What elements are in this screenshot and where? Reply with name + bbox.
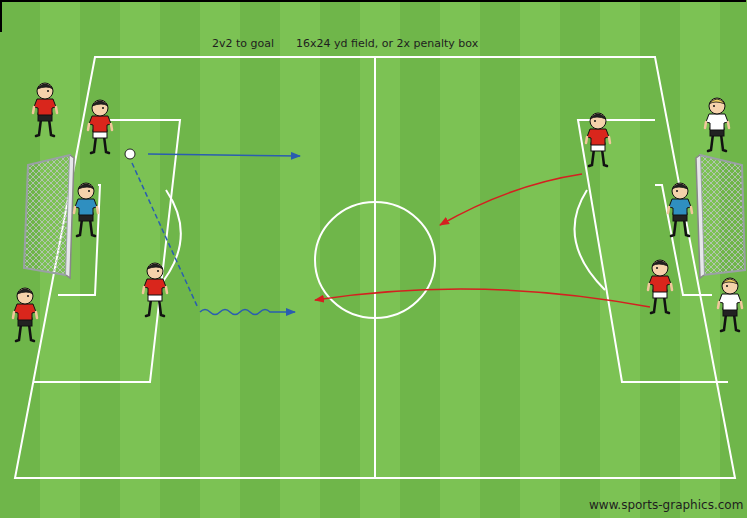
arms	[586, 137, 610, 143]
arms	[143, 287, 167, 293]
player-figure	[13, 288, 37, 341]
legs	[671, 219, 689, 236]
legs	[651, 296, 669, 313]
arms	[705, 122, 729, 128]
arms	[74, 207, 98, 213]
hair	[17, 289, 33, 294]
head	[37, 83, 53, 99]
eye	[726, 285, 728, 287]
head	[17, 288, 33, 304]
arms	[13, 312, 37, 318]
eye	[88, 190, 90, 192]
player-figure	[705, 98, 729, 151]
head	[78, 183, 94, 199]
hair	[92, 101, 108, 106]
hair	[709, 99, 725, 104]
field-lines	[15, 57, 735, 478]
frame	[1, 1, 746, 32]
goal-left	[24, 155, 74, 278]
shirt	[719, 294, 741, 310]
shirt	[587, 129, 609, 145]
hair	[37, 84, 53, 89]
eye	[594, 120, 596, 122]
arms	[88, 124, 112, 130]
eye	[656, 267, 658, 269]
arms	[718, 302, 742, 308]
hair	[652, 261, 668, 266]
legs	[36, 119, 54, 136]
player-figure	[143, 263, 167, 316]
hair	[147, 264, 163, 269]
legs	[721, 314, 739, 331]
player-figure	[648, 260, 672, 313]
legs	[708, 134, 726, 151]
shirt	[75, 199, 97, 215]
watermark: www.sports-graphics.com	[589, 498, 743, 512]
shirt	[14, 304, 36, 320]
shirt	[89, 116, 111, 132]
eye	[27, 295, 29, 297]
legs	[589, 149, 607, 166]
player-figure	[74, 183, 98, 236]
head	[590, 113, 606, 129]
legs	[146, 299, 164, 316]
players	[13, 83, 742, 341]
hair	[78, 184, 94, 189]
eye	[676, 190, 678, 192]
head	[709, 98, 725, 114]
head	[672, 183, 688, 199]
eye	[47, 90, 49, 92]
movement-arrows	[132, 154, 650, 315]
eye	[713, 105, 715, 107]
goal-right	[696, 155, 745, 278]
eye	[102, 107, 104, 109]
shirt	[669, 199, 691, 215]
legs	[77, 219, 95, 236]
drill-title: 2v2 to goal	[212, 37, 274, 50]
shirt	[34, 99, 56, 115]
head	[92, 100, 108, 116]
player-figure	[718, 278, 742, 331]
shirt	[649, 276, 671, 292]
player-figure	[668, 183, 692, 236]
hair	[672, 184, 688, 189]
arms	[648, 284, 672, 290]
legs	[16, 324, 34, 341]
player-figure	[33, 83, 57, 136]
ball	[125, 149, 135, 159]
shirt	[706, 114, 728, 130]
eye	[157, 270, 159, 272]
field-size-note: 16x24 yd field, or 2x penalty box	[296, 37, 478, 50]
head	[147, 263, 163, 279]
hair	[590, 114, 606, 119]
shirt	[144, 279, 166, 295]
arms	[668, 207, 692, 213]
player-figure	[586, 113, 610, 166]
head	[722, 278, 738, 294]
hair	[722, 279, 738, 284]
head	[652, 260, 668, 276]
player-figure	[88, 100, 112, 153]
arms	[33, 107, 57, 113]
legs	[91, 136, 109, 153]
